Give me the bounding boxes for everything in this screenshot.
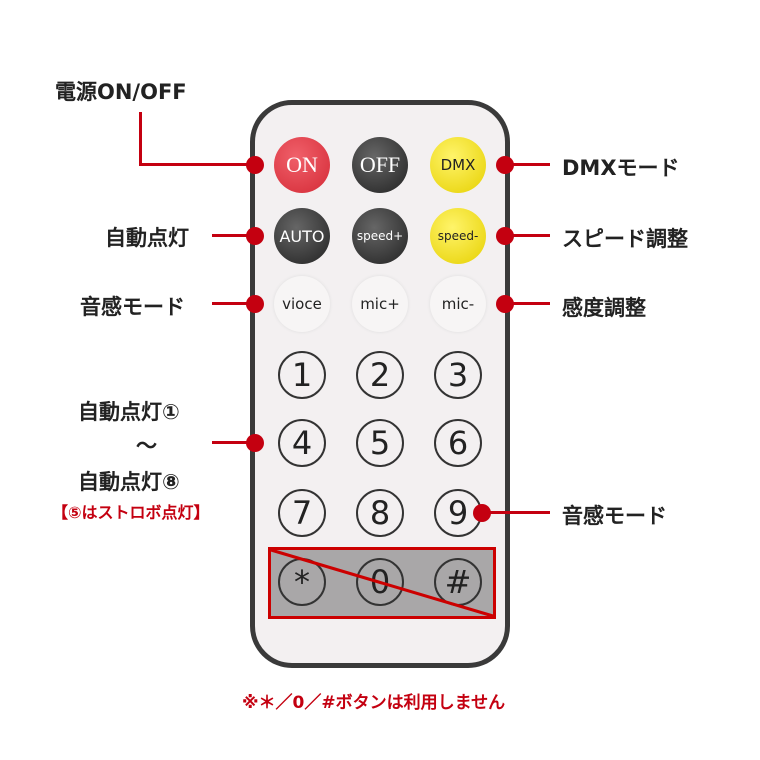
range-tilde: ～	[136, 434, 157, 458]
sensitivity-label: 感度調整	[562, 296, 646, 320]
dmx-button[interactable]: DMX	[430, 137, 486, 193]
sound-mode-right-label: 音感モード	[562, 504, 667, 528]
number-1-button[interactable]: 1	[278, 351, 326, 399]
number-3-button[interactable]: 3	[434, 351, 482, 399]
auto-light-1-label: 自動点灯①	[78, 400, 180, 424]
mic-line	[505, 302, 550, 305]
numbers-dot	[246, 434, 264, 452]
footnote: ※＊／0／#ボタンは利用しません	[242, 693, 506, 713]
nine-line	[482, 511, 550, 514]
number-4-button[interactable]: 4	[278, 419, 326, 467]
auto-line	[212, 234, 255, 237]
sound-mode-label: 音感モード	[80, 295, 185, 319]
auto-light-label: 自動点灯	[105, 226, 189, 250]
strike-line	[270, 548, 494, 618]
mic-down-button[interactable]: mic-	[430, 276, 486, 332]
hash-button[interactable]: #	[434, 558, 482, 606]
number-8-button[interactable]: 8	[356, 489, 404, 537]
voice-line	[212, 302, 255, 305]
dmx-mode-label: DMXモード	[562, 156, 680, 180]
auto-light-8-label: 自動点灯⑧	[78, 470, 180, 494]
dmx-line	[505, 163, 550, 166]
speed-line	[505, 234, 550, 237]
voice-dot	[246, 295, 264, 313]
strobe-note: 【⑤はストロボ点灯】	[52, 503, 210, 522]
power-label: 電源ON/OFF	[55, 80, 187, 104]
number-5-button[interactable]: 5	[356, 419, 404, 467]
on-button[interactable]: ON	[274, 137, 330, 193]
off-button[interactable]: OFF	[352, 137, 408, 193]
power-line	[139, 112, 142, 166]
power-dot	[246, 156, 264, 174]
number-7-button[interactable]: 7	[278, 489, 326, 537]
voice-button[interactable]: vioce	[274, 276, 330, 332]
mic-up-button[interactable]: mic+	[352, 276, 408, 332]
number-2-button[interactable]: 2	[356, 351, 404, 399]
speed-down-button[interactable]: speed-	[430, 208, 486, 264]
numbers-line	[212, 441, 255, 444]
auto-dot	[246, 227, 264, 245]
power-line	[139, 163, 255, 166]
number-6-button[interactable]: 6	[434, 419, 482, 467]
speed-adjust-label: スピード調整	[562, 227, 688, 251]
auto-button[interactable]: AUTO	[274, 208, 330, 264]
speed-up-button[interactable]: speed+	[352, 208, 408, 264]
